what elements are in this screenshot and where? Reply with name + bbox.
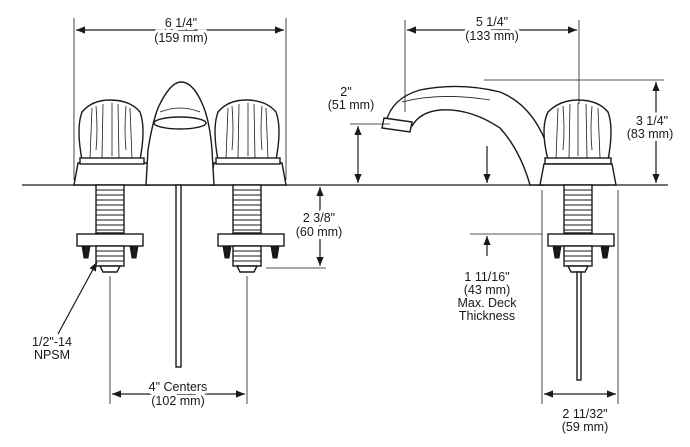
lift-rod bbox=[175, 184, 182, 368]
dim-overall-width: 6 1/4" (159 mm) bbox=[73, 13, 287, 180]
thread-type: NPSM bbox=[34, 348, 70, 362]
side-spout bbox=[385, 85, 553, 186]
dim-spout-reach: 5 1/4" (133 mm) bbox=[404, 12, 580, 112]
thread-label: 1/2"-14 bbox=[32, 335, 72, 349]
deck-thickness-text-2: Thickness bbox=[459, 309, 515, 323]
overall-height-metric: (83 mm) bbox=[627, 127, 674, 141]
dim-thread: 1/2"-14 NPSM bbox=[32, 261, 98, 362]
centers-metric: (102 mm) bbox=[151, 394, 204, 408]
spout-reach-label: 5 1/4" bbox=[476, 15, 508, 29]
spout-reach-metric: (133 mm) bbox=[465, 29, 518, 43]
overall-width-metric: (159 mm) bbox=[154, 31, 207, 45]
overall-height-label: 3 1/4" bbox=[636, 114, 668, 128]
deck-thickness-label: 1 11/16" bbox=[464, 270, 509, 284]
right-handle bbox=[214, 99, 281, 165]
side-view bbox=[381, 85, 617, 381]
center-spout-body bbox=[145, 81, 215, 186]
right-shank bbox=[217, 184, 285, 273]
side-aerator bbox=[381, 117, 413, 133]
dim-shank-length: 2 3/8" (60 mm) bbox=[266, 187, 345, 269]
left-shank bbox=[76, 184, 144, 273]
shank-width-label: 2 11/32" bbox=[562, 407, 607, 421]
deck-thickness-text-1: Max. Deck bbox=[457, 296, 517, 310]
dim-shank-width: 2 11/32" (59 mm) bbox=[541, 190, 619, 434]
side-handle bbox=[539, 99, 617, 186]
overall-width-label: 6 1/4" bbox=[165, 16, 197, 30]
right-escutcheon bbox=[209, 162, 287, 186]
centers-label: 4" Centers bbox=[149, 380, 208, 394]
deck-thickness-metric: (43 mm) bbox=[464, 283, 511, 297]
shank-width-metric: (59 mm) bbox=[562, 420, 609, 434]
front-view bbox=[73, 81, 287, 368]
shank-length-label: 2 3/8" bbox=[303, 211, 335, 225]
spout-aerator bbox=[153, 116, 207, 130]
dim-deck-thickness: 1 11/16" (43 mm) Max. Deck Thickness bbox=[457, 233, 542, 323]
shank-length-metric: (60 mm) bbox=[296, 225, 343, 239]
dim-overall-height: 3 1/4" (83 mm) bbox=[484, 79, 676, 183]
left-escutcheon bbox=[73, 162, 151, 186]
side-shank bbox=[547, 184, 615, 381]
spout-height-metric: (51 mm) bbox=[328, 98, 375, 112]
spout-height-label: 2" bbox=[340, 85, 351, 99]
dim-spout-height: 2" (51 mm) bbox=[328, 85, 491, 183]
left-handle bbox=[78, 99, 145, 165]
dim-centers: 4" Centers (102 mm) bbox=[109, 276, 248, 411]
